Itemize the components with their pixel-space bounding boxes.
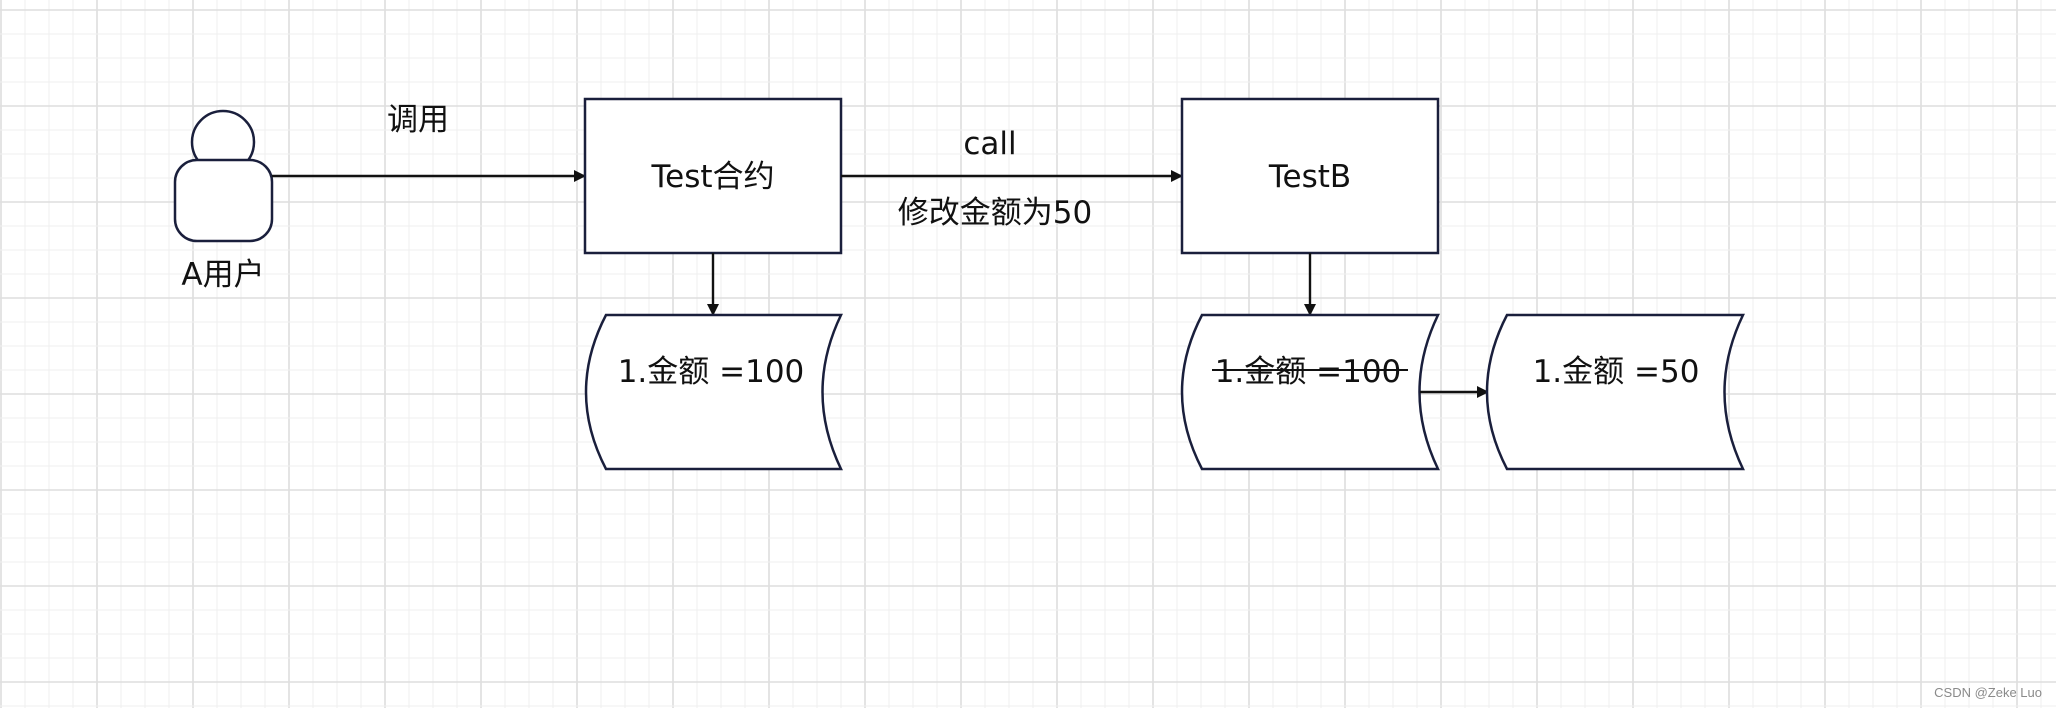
testb-box: [1180, 97, 1440, 255]
testb-storage-new-label: 1.金额 =50: [1533, 354, 1700, 390]
test-storage-shape: [584, 313, 843, 471]
testb-storage-old-shape: [1180, 313, 1440, 471]
edge-call[interactable]: call 修改金额为50: [841, 126, 1183, 231]
testb-storage-new-shape: [1485, 313, 1745, 471]
edge-call-label: call: [963, 126, 1016, 162]
testb-storage-new-node[interactable]: 1.金额 =50: [1485, 313, 1745, 471]
test-storage-node[interactable]: 1.金额 =100: [584, 313, 843, 471]
testb-storage-old-label: 1.金额 =100: [1215, 354, 1402, 390]
user-actor-label: A用户: [181, 257, 264, 293]
edge-invoke-label: 调用: [387, 102, 449, 138]
testb-storage-old-node[interactable]: 1.金额 =100: [1180, 313, 1440, 471]
test-storage-label: 1.金额 =100: [618, 354, 805, 390]
watermark-text: CSDN @Zeke Luo: [1934, 685, 2042, 700]
testb-label: TestB: [1268, 159, 1351, 195]
edge-invoke[interactable]: 调用: [272, 102, 586, 182]
test-contract-label: Test合约: [650, 159, 774, 195]
test-contract-node[interactable]: Test合约: [583, 97, 843, 255]
user-actor[interactable]: A用户: [173, 109, 274, 293]
edge-call-sublabel: 修改金额为50: [898, 195, 1092, 231]
user-actor-body: [173, 158, 274, 243]
testb-node[interactable]: TestB: [1180, 97, 1440, 255]
